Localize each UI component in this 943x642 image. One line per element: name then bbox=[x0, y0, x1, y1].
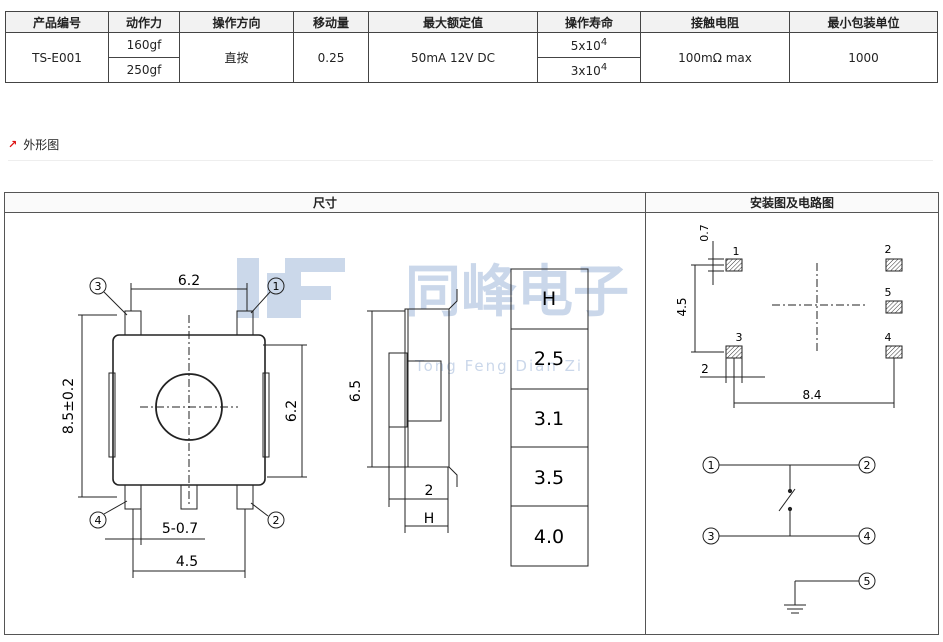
mount-pin-2: 2 bbox=[885, 243, 892, 256]
circuit-pin-4: 4 bbox=[864, 530, 871, 543]
cell-life-2: 3x104 bbox=[537, 57, 641, 83]
h-table-header: H bbox=[542, 288, 556, 310]
section-heading: ↗ 外形图 bbox=[8, 136, 59, 153]
circuit-diagram bbox=[702, 456, 876, 614]
arrow-icon: ↗ bbox=[8, 138, 18, 151]
col-direction: 操作方向 bbox=[179, 11, 294, 33]
pin-label-4: 4 bbox=[95, 514, 102, 527]
cell-direction: 直按 bbox=[179, 32, 294, 83]
cell-force-1: 160gf bbox=[108, 32, 180, 58]
dim-side-height: 6.5 bbox=[348, 380, 364, 402]
top-view bbox=[78, 277, 307, 578]
dim-top-width: 6.2 bbox=[178, 273, 200, 289]
dim-bottom-lead: 5-0.7 bbox=[162, 521, 198, 537]
mount-header: 安装图及电路图 bbox=[646, 193, 938, 213]
divider bbox=[8, 160, 933, 161]
life-2-base: 3x10 bbox=[570, 64, 601, 78]
pin-label-3: 3 bbox=[95, 280, 102, 293]
h-table-value-1: 2.5 bbox=[534, 348, 564, 370]
h-table-value-2: 3.1 bbox=[534, 408, 564, 430]
panel-divider bbox=[645, 193, 646, 634]
spec-row: TS-E001 160gf 直按 0.25 50mA 12V DC 5x104 … bbox=[5, 32, 938, 83]
dim-height-right: 6.2 bbox=[284, 400, 300, 422]
col-part: 产品编号 bbox=[5, 11, 109, 33]
mount-pin-3: 3 bbox=[736, 331, 743, 344]
dim-height-left: 8.5±0.2 bbox=[61, 378, 77, 434]
dimension-header: 尺寸 bbox=[5, 193, 645, 213]
watermark-brand: 同峰电子 bbox=[405, 260, 629, 325]
mount-pads bbox=[725, 258, 903, 359]
col-life: 操作寿命 bbox=[537, 11, 641, 33]
spec-header-row: 产品编号 动作力 操作方向 移动量 最大额定值 操作寿命 接触电阻 最小包装单位 bbox=[5, 11, 938, 33]
life-1-base: 5x10 bbox=[570, 39, 601, 53]
mount-hspace-dim: 2 bbox=[701, 362, 709, 376]
col-pack: 最小包装单位 bbox=[789, 11, 938, 33]
drawing-frame: 尺寸 安装图及电路图 同峰电子 Tong Feng Dian Zi bbox=[4, 192, 939, 635]
h-table bbox=[510, 268, 589, 567]
h-table-value-3: 3.5 bbox=[534, 467, 564, 489]
cell-pack: 1000 bbox=[789, 32, 938, 83]
watermark-logo-icon bbox=[237, 258, 345, 318]
spec-row-2: 250gf 3x104 bbox=[6, 57, 938, 83]
spec-table: 产品编号 动作力 操作方向 移动量 最大额定值 操作寿命 接触电阻 最小包装单位… bbox=[5, 11, 938, 83]
dim-side-stem: 2 bbox=[425, 483, 434, 499]
cell-resistance: 100mΩ max bbox=[640, 32, 790, 83]
cell-part: TS-E001 bbox=[5, 32, 109, 83]
drawing-canvas: 同峰电子 Tong Feng Dian Zi bbox=[61, 224, 903, 614]
circuit-pin-5: 5 bbox=[864, 575, 871, 588]
dim-side-h: H bbox=[424, 511, 435, 527]
pin-label-2: 2 bbox=[273, 514, 280, 527]
col-travel: 移动量 bbox=[293, 11, 369, 33]
mount-pin-4: 4 bbox=[885, 331, 892, 344]
mount-pin-5: 5 bbox=[885, 286, 892, 299]
mount-pin-1: 1 bbox=[733, 245, 740, 258]
life-1-exp: 4 bbox=[600, 37, 608, 48]
cell-rating: 50mA 12V DC bbox=[368, 32, 538, 83]
section-title: 外形图 bbox=[23, 138, 60, 152]
cell-force-2: 250gf bbox=[108, 57, 180, 83]
dim-bottom-width: 4.5 bbox=[176, 554, 198, 570]
col-force: 动作力 bbox=[108, 11, 180, 33]
pin-label-1: 1 bbox=[273, 280, 280, 293]
circuit-pin-1: 1 bbox=[708, 459, 715, 472]
cell-life-1: 5x104 bbox=[537, 32, 641, 58]
watermark-sub: Tong Feng Dian Zi bbox=[414, 357, 583, 375]
mount-width-dim: 8.4 bbox=[802, 388, 821, 402]
mount-vspace-dim: 4.5 bbox=[675, 297, 689, 316]
watermark: 同峰电子 Tong Feng Dian Zi bbox=[237, 258, 629, 375]
col-rating: 最大额定值 bbox=[368, 11, 538, 33]
cell-travel: 0.25 bbox=[293, 32, 369, 83]
mount-pad-dim: 0.7 bbox=[698, 224, 711, 242]
circuit-pin-3: 3 bbox=[708, 530, 715, 543]
col-resistance: 接触电阻 bbox=[640, 11, 790, 33]
h-table-value-4: 4.0 bbox=[534, 526, 564, 548]
life-2-exp: 4 bbox=[600, 62, 608, 73]
side-view bbox=[367, 289, 458, 533]
mount-dims bbox=[691, 241, 895, 408]
circuit-pin-2: 2 bbox=[864, 459, 871, 472]
